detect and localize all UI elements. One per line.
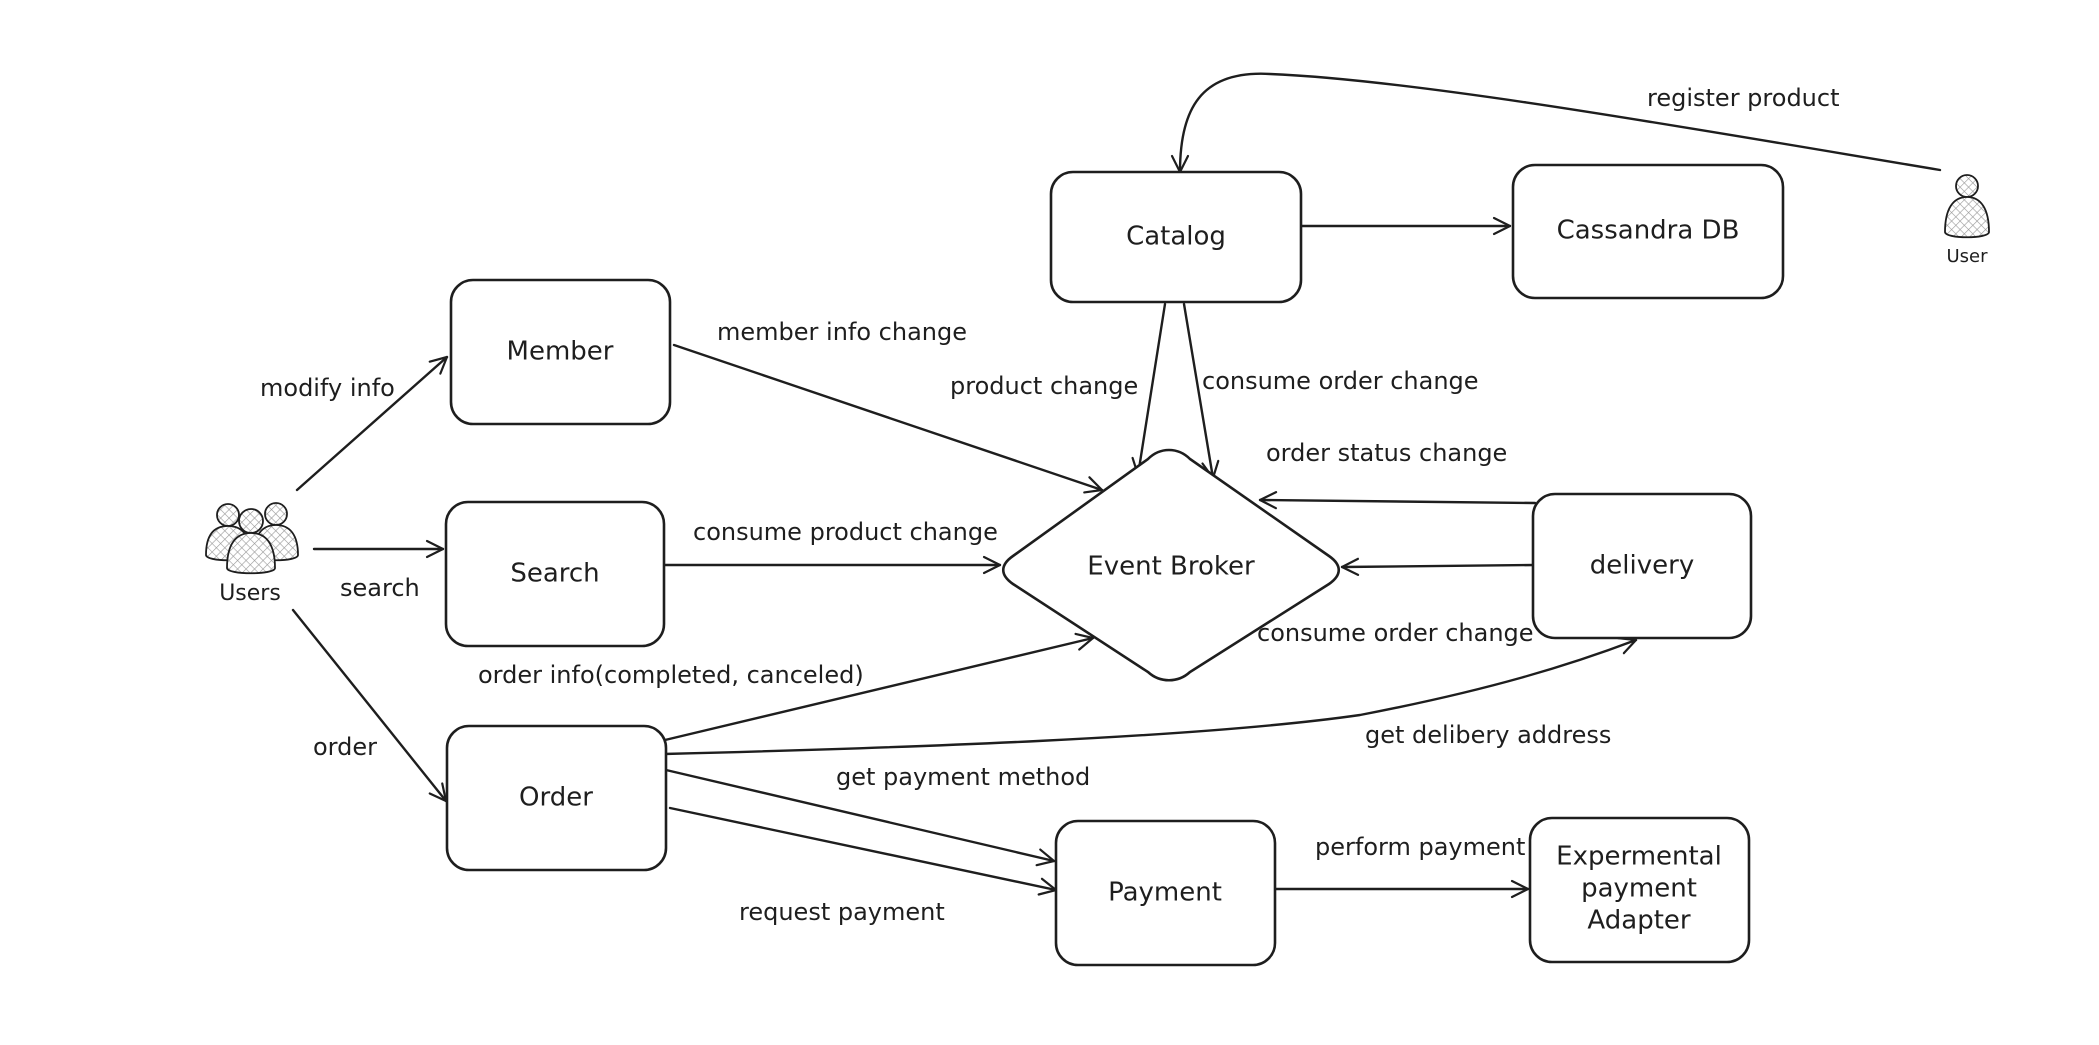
node-adapter-label-line2: payment: [1581, 874, 1697, 904]
edge-product-change: [1131, 302, 1167, 477]
node-catalog-label: Catalog: [1126, 222, 1226, 252]
users-actor: Users: [205, 502, 299, 606]
label-request-payment: request payment: [739, 898, 945, 926]
node-payment: Payment: [1054, 819, 1277, 967]
node-event-broker: Event Broker: [1001, 448, 1341, 682]
users-icon: [205, 502, 299, 575]
edges: [291, 72, 1942, 899]
label-get-payment-method: get payment method: [836, 763, 1090, 791]
edge-get-delibery-address: [662, 637, 1638, 756]
label-member-info-change: member info change: [717, 318, 967, 346]
edge-request-payment: [668, 806, 1058, 896]
edge-consume-order-change-catalog: [1182, 302, 1220, 480]
edge-order-info: [663, 632, 1095, 742]
user-label: User: [1946, 246, 1988, 267]
label-modify-info: modify info: [260, 374, 395, 402]
node-adapter-label-line3: Adapter: [1587, 906, 1690, 936]
node-search-label: Search: [510, 559, 599, 589]
edge-register-product: [1170, 72, 1942, 174]
user-icon: [1944, 174, 1990, 239]
edge-order: [291, 608, 448, 803]
label-order-status-change: order status change: [1266, 439, 1507, 467]
node-order-label: Order: [519, 783, 593, 813]
edge-labels: register product member info change modi…: [260, 84, 1840, 926]
users-label: Users: [219, 581, 281, 606]
label-consume-order-change-delivery: consume order change: [1257, 619, 1534, 647]
node-catalog: Catalog: [1049, 170, 1303, 304]
node-member: Member: [449, 278, 672, 426]
node-search: Search: [444, 500, 666, 648]
node-member-label: Member: [507, 337, 614, 367]
label-search: search: [340, 574, 420, 602]
node-cassandra-label: Cassandra DB: [1557, 216, 1740, 246]
edge-order-status-change: [1258, 491, 1537, 510]
label-perform-payment: perform payment: [1315, 833, 1525, 861]
label-get-delibery-address: get delibery address: [1365, 721, 1611, 749]
label-order-info: order info(completed, canceled): [478, 661, 864, 689]
label-product-change: product change: [950, 372, 1138, 400]
node-event-broker-label: Event Broker: [1087, 552, 1255, 582]
edge-get-payment-method: [664, 768, 1056, 867]
node-cassandra: Cassandra DB: [1511, 163, 1785, 300]
label-consume-order-change-catalog: consume order change: [1202, 367, 1479, 395]
label-register-product: register product: [1647, 84, 1840, 112]
edge-member-info-change: [672, 343, 1104, 494]
edge-modify-info: [295, 355, 449, 492]
node-payment-label: Payment: [1108, 878, 1222, 908]
label-consume-product-change: consume product change: [693, 518, 998, 546]
node-delivery-label: delivery: [1590, 551, 1694, 581]
edge-consume-order-change-delivery: [1340, 557, 1537, 576]
node-adapter: Expermental payment Adapter: [1528, 816, 1751, 964]
label-order: order: [313, 733, 377, 761]
node-delivery: delivery: [1531, 492, 1753, 640]
node-adapter-label-line1: Expermental: [1556, 842, 1722, 872]
user-actor: User: [1944, 174, 1990, 267]
node-order: Order: [445, 724, 668, 872]
